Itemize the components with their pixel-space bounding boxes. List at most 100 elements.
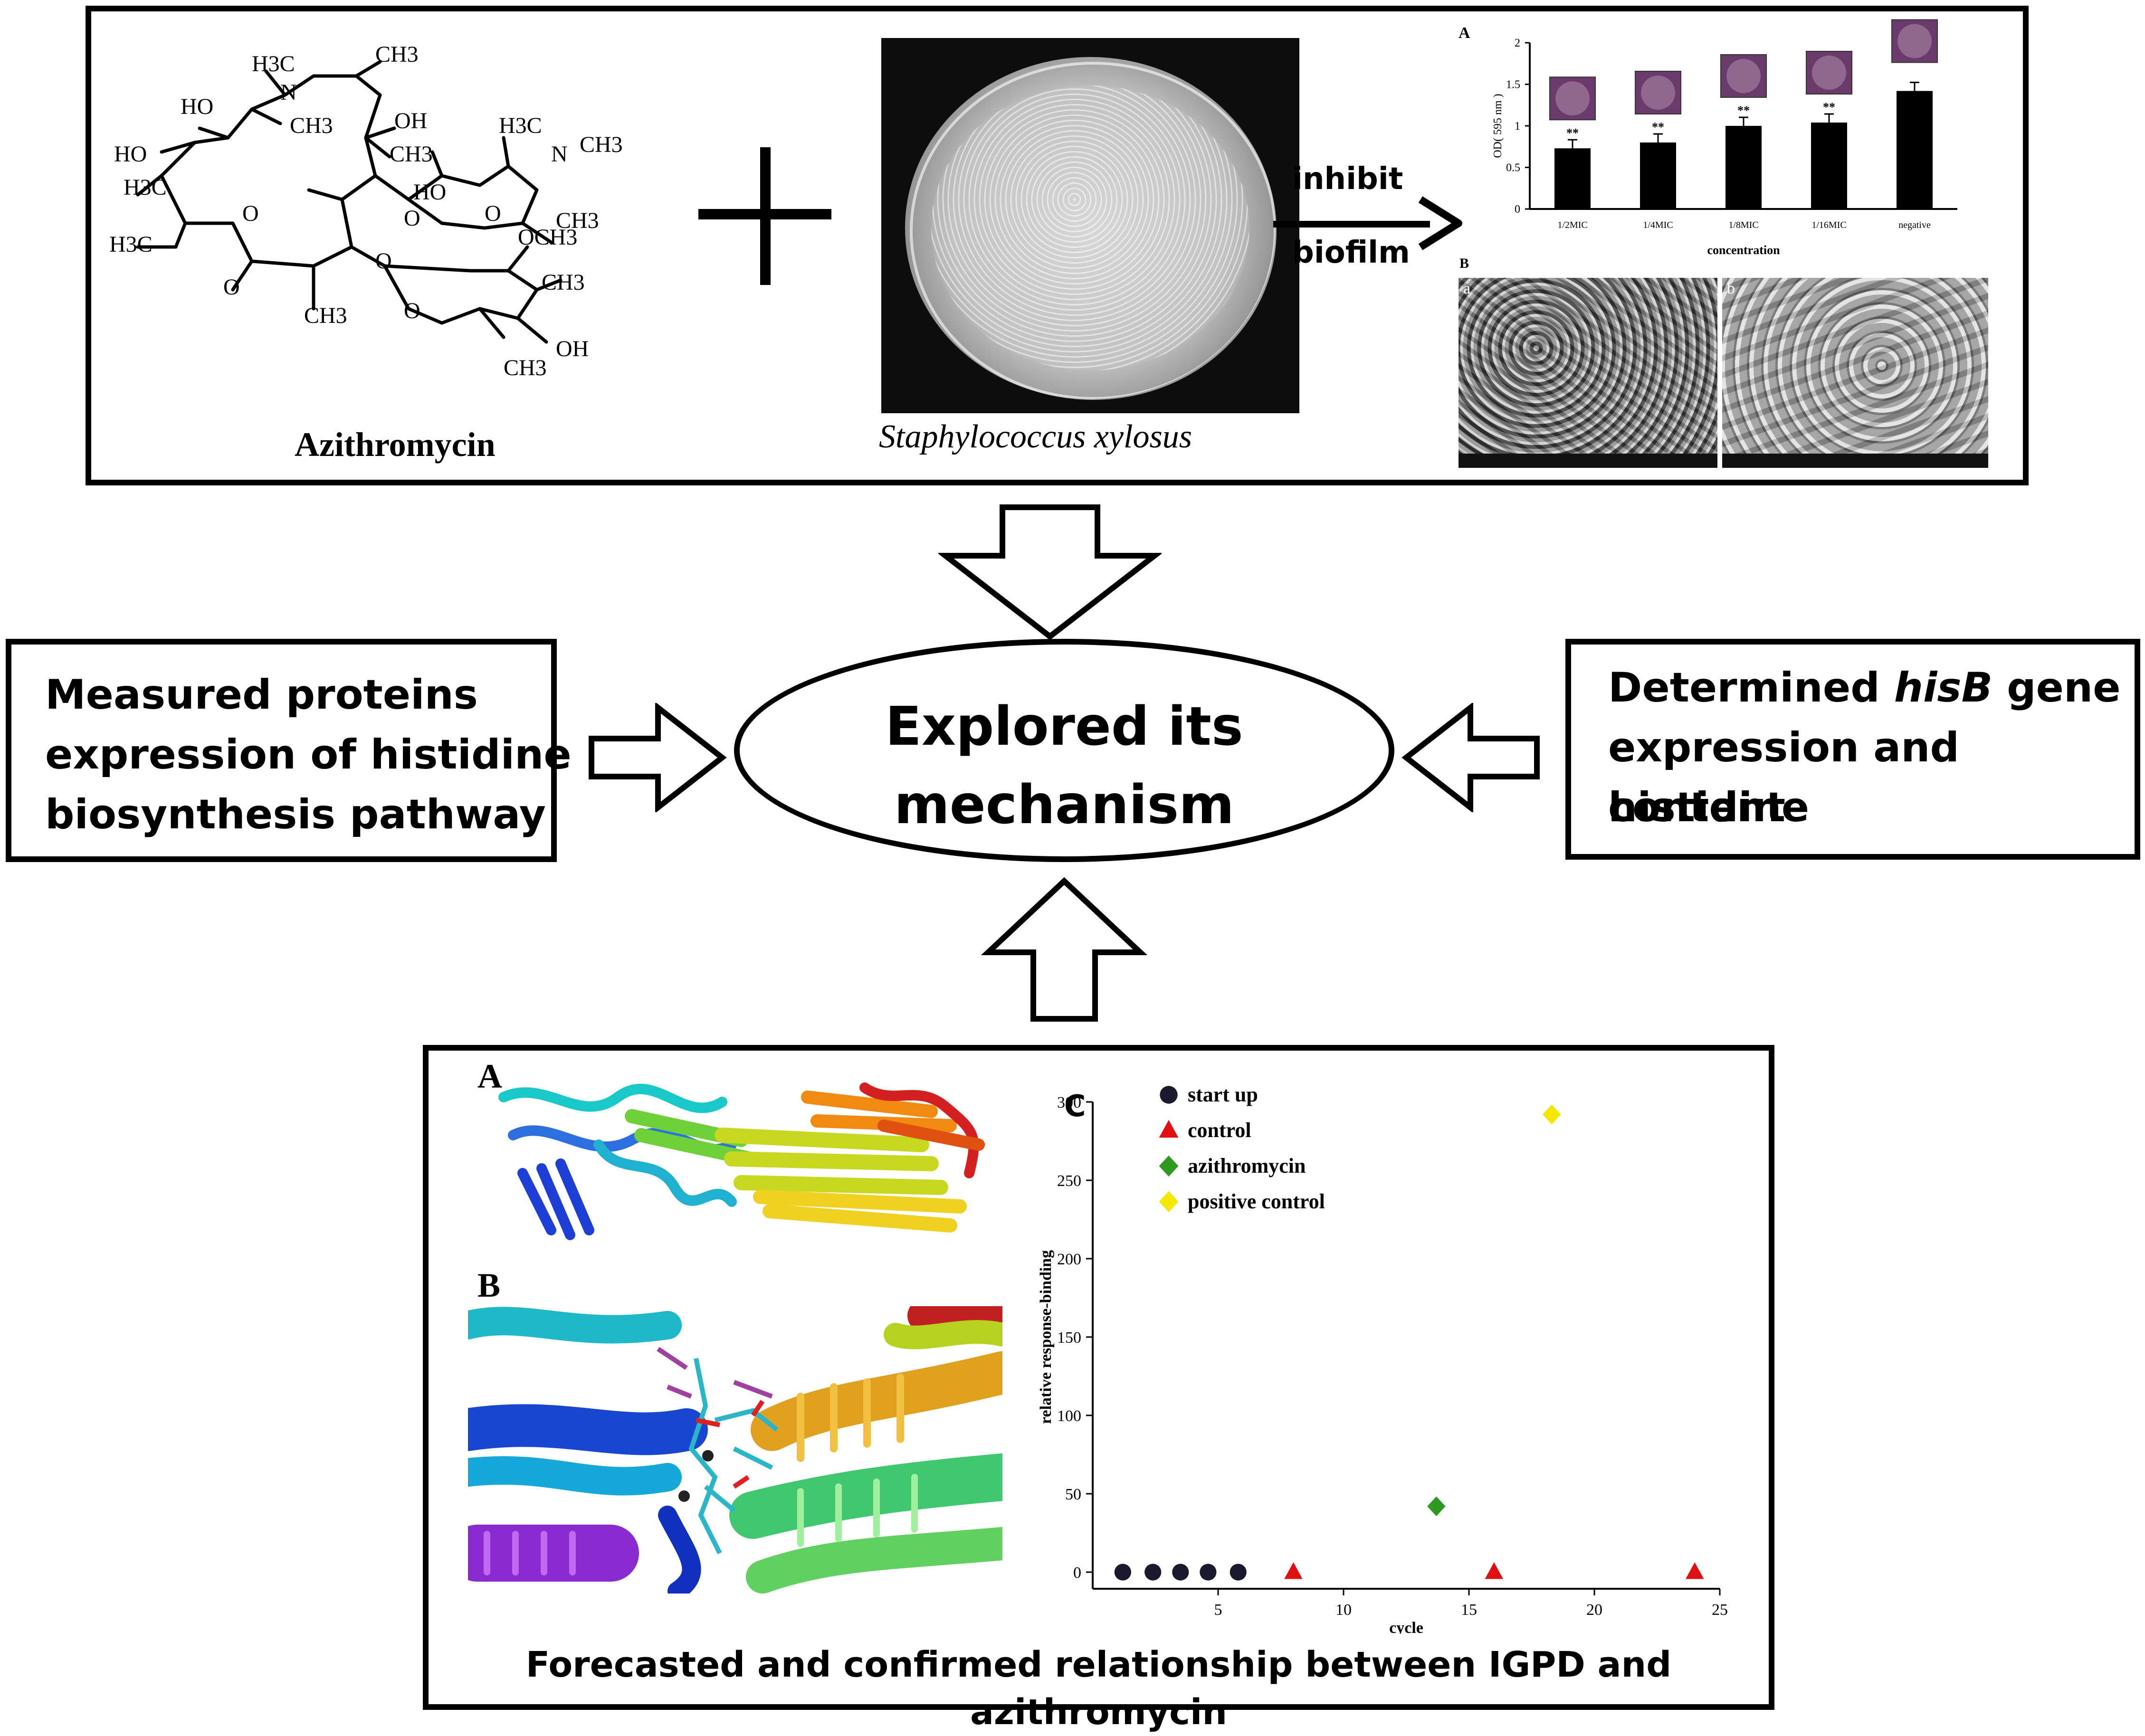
left-arrow-icon bbox=[1401, 703, 1540, 812]
molecule-label: H3C bbox=[124, 175, 167, 200]
scatter-legend-label: positive control bbox=[1188, 1190, 1325, 1213]
scatter-legend-label: control bbox=[1188, 1119, 1251, 1142]
inset-significance-label: ** bbox=[1652, 120, 1664, 134]
inset-well-stain bbox=[1555, 81, 1590, 116]
molecule-label: HO bbox=[114, 142, 147, 167]
molecule-label: OH bbox=[394, 108, 427, 133]
scatter-point bbox=[1172, 1564, 1189, 1581]
down-arrow-icon bbox=[938, 504, 1162, 640]
inset-x-tick-label: 1/8MIC bbox=[1728, 220, 1758, 230]
right-box-line2: expression and histidine bbox=[1608, 724, 1960, 831]
inset-well-stain bbox=[1812, 56, 1846, 90]
scatter-x-tick-label: 25 bbox=[1712, 1601, 1728, 1619]
molecule-label: CH3 bbox=[290, 113, 333, 138]
protein-structure-a bbox=[498, 1082, 985, 1240]
inset-bar bbox=[1811, 123, 1847, 209]
molecule-label: CH3 bbox=[375, 43, 419, 67]
arrow-right-icon bbox=[1418, 196, 1462, 250]
scatter-point bbox=[1427, 1496, 1446, 1517]
molecule-label: H3C bbox=[252, 51, 295, 76]
scatter-point bbox=[1284, 1562, 1303, 1579]
scatter-point bbox=[1200, 1564, 1217, 1581]
inset-panel-label: A bbox=[1459, 24, 1470, 42]
plus-icon-vertical bbox=[760, 147, 771, 285]
sem-image-b: b bbox=[1722, 278, 1988, 468]
inset-x-tick-label: 1/16MIC bbox=[1811, 220, 1846, 230]
left-box-line1: Measured proteins bbox=[45, 671, 478, 719]
molecule-label: OH bbox=[556, 336, 589, 361]
inset-x-tick-label: 1/4MIC bbox=[1643, 220, 1673, 230]
up-arrow-icon bbox=[981, 877, 1147, 1022]
scatter-y-tick-label: 250 bbox=[1057, 1172, 1081, 1190]
inset-y-axis-label: OD( 595 nm ) bbox=[1492, 94, 1504, 158]
left-box-line2: expression of histidine bbox=[45, 731, 572, 778]
inset-y-tick-label: 1 bbox=[1515, 120, 1520, 133]
inset-bar bbox=[1897, 91, 1933, 209]
left-box-line3: biosynthesis pathway bbox=[45, 791, 546, 838]
molecule-label: CH3 bbox=[304, 303, 347, 328]
panel-label-b: B bbox=[477, 1266, 501, 1304]
inset-y-tick-label: 1.5 bbox=[1506, 79, 1520, 91]
right-box-line1: Determined hisB gene bbox=[1608, 658, 2121, 718]
molecule-label: O bbox=[375, 248, 392, 274]
scatter-y-axis-label: relative response-binding bbox=[1037, 1250, 1055, 1424]
azithromycin-structure: H3C CH3 N HO CH3 OH CH3 H3C CH3 N HO HO … bbox=[109, 43, 623, 380]
panel-label-c: C bbox=[1064, 1089, 1086, 1123]
scatter-legend-label: azithromycin bbox=[1188, 1154, 1306, 1177]
scatter-point bbox=[1144, 1564, 1162, 1581]
bottom-caption: Forecasted and confirmed relationship be… bbox=[525, 1644, 1672, 1733]
inset-x-axis-label: concentration bbox=[1707, 243, 1780, 257]
scatter-y-tick-label: 200 bbox=[1057, 1251, 1081, 1268]
scatter-point bbox=[1686, 1562, 1704, 1579]
scatter-y-tick-label: 50 bbox=[1065, 1486, 1081, 1503]
scatter-legend-label: start up bbox=[1188, 1083, 1258, 1106]
right-box-line3: content bbox=[1608, 784, 1786, 831]
inset-significance-label: ** bbox=[1737, 104, 1750, 117]
right-arrow-icon bbox=[589, 703, 727, 812]
molecule-label: OCH3 bbox=[518, 225, 577, 250]
scatter-y-tick-label: 0 bbox=[1073, 1564, 1081, 1582]
molecule-label: H3C bbox=[109, 232, 153, 257]
arrow-right-line bbox=[1273, 221, 1430, 228]
arrow-label-biofilm: biofilm bbox=[1292, 235, 1410, 270]
sem-label-a: a bbox=[1463, 280, 1471, 297]
ellipse-line2: mechanism bbox=[894, 774, 1234, 836]
inset-y-tick-label: 2 bbox=[1515, 37, 1520, 49]
molecule-label: CH3 bbox=[390, 142, 433, 167]
right-box-line1-end: gene bbox=[1992, 664, 2121, 711]
scatter-x-tick-label: 10 bbox=[1335, 1601, 1352, 1619]
scatter-point bbox=[1230, 1564, 1247, 1581]
scatter-legend-marker bbox=[1159, 1119, 1179, 1138]
right-box-line1-start: Determined bbox=[1608, 664, 1894, 711]
left-box bbox=[6, 639, 557, 862]
inset-well-stain bbox=[1897, 24, 1932, 58]
scatter-y-tick-label: 300 bbox=[1057, 1094, 1081, 1111]
inset-bar bbox=[1726, 126, 1762, 209]
molecule-label: CH3 bbox=[504, 355, 547, 380]
inset-y-tick-label: 0 bbox=[1515, 203, 1520, 216]
scatter-point bbox=[1485, 1562, 1503, 1579]
inset-x-tick-label: 1/2MIC bbox=[1557, 220, 1587, 230]
molecule-label: O bbox=[485, 201, 501, 226]
sem-label-b: b bbox=[1727, 280, 1735, 297]
molecule-label: O bbox=[223, 275, 240, 300]
protein-docking-b bbox=[468, 1306, 1002, 1594]
molecule-label: CH3 bbox=[556, 208, 599, 233]
scatter-x-tick-label: 20 bbox=[1586, 1601, 1602, 1619]
molecule-label: O bbox=[404, 298, 420, 323]
organism-name: Staphylococcus xylosus bbox=[879, 418, 1192, 455]
inset-bar bbox=[1554, 148, 1591, 209]
molecule-label: O bbox=[242, 201, 259, 226]
molecule-name: Azithromycin bbox=[295, 426, 496, 464]
molecule-label: CH3 bbox=[580, 132, 623, 157]
petri-dish-image bbox=[881, 38, 1299, 413]
molecule-label: H3C bbox=[499, 113, 542, 138]
scatter-legend-marker bbox=[1159, 1191, 1179, 1213]
right-box bbox=[1565, 639, 2140, 860]
arrow-label-inhibit: inhibit bbox=[1292, 161, 1403, 197]
molecule-label: N bbox=[551, 142, 568, 167]
molecule-label: CH3 bbox=[542, 270, 585, 295]
scatter-y-tick-label: 100 bbox=[1057, 1407, 1081, 1425]
